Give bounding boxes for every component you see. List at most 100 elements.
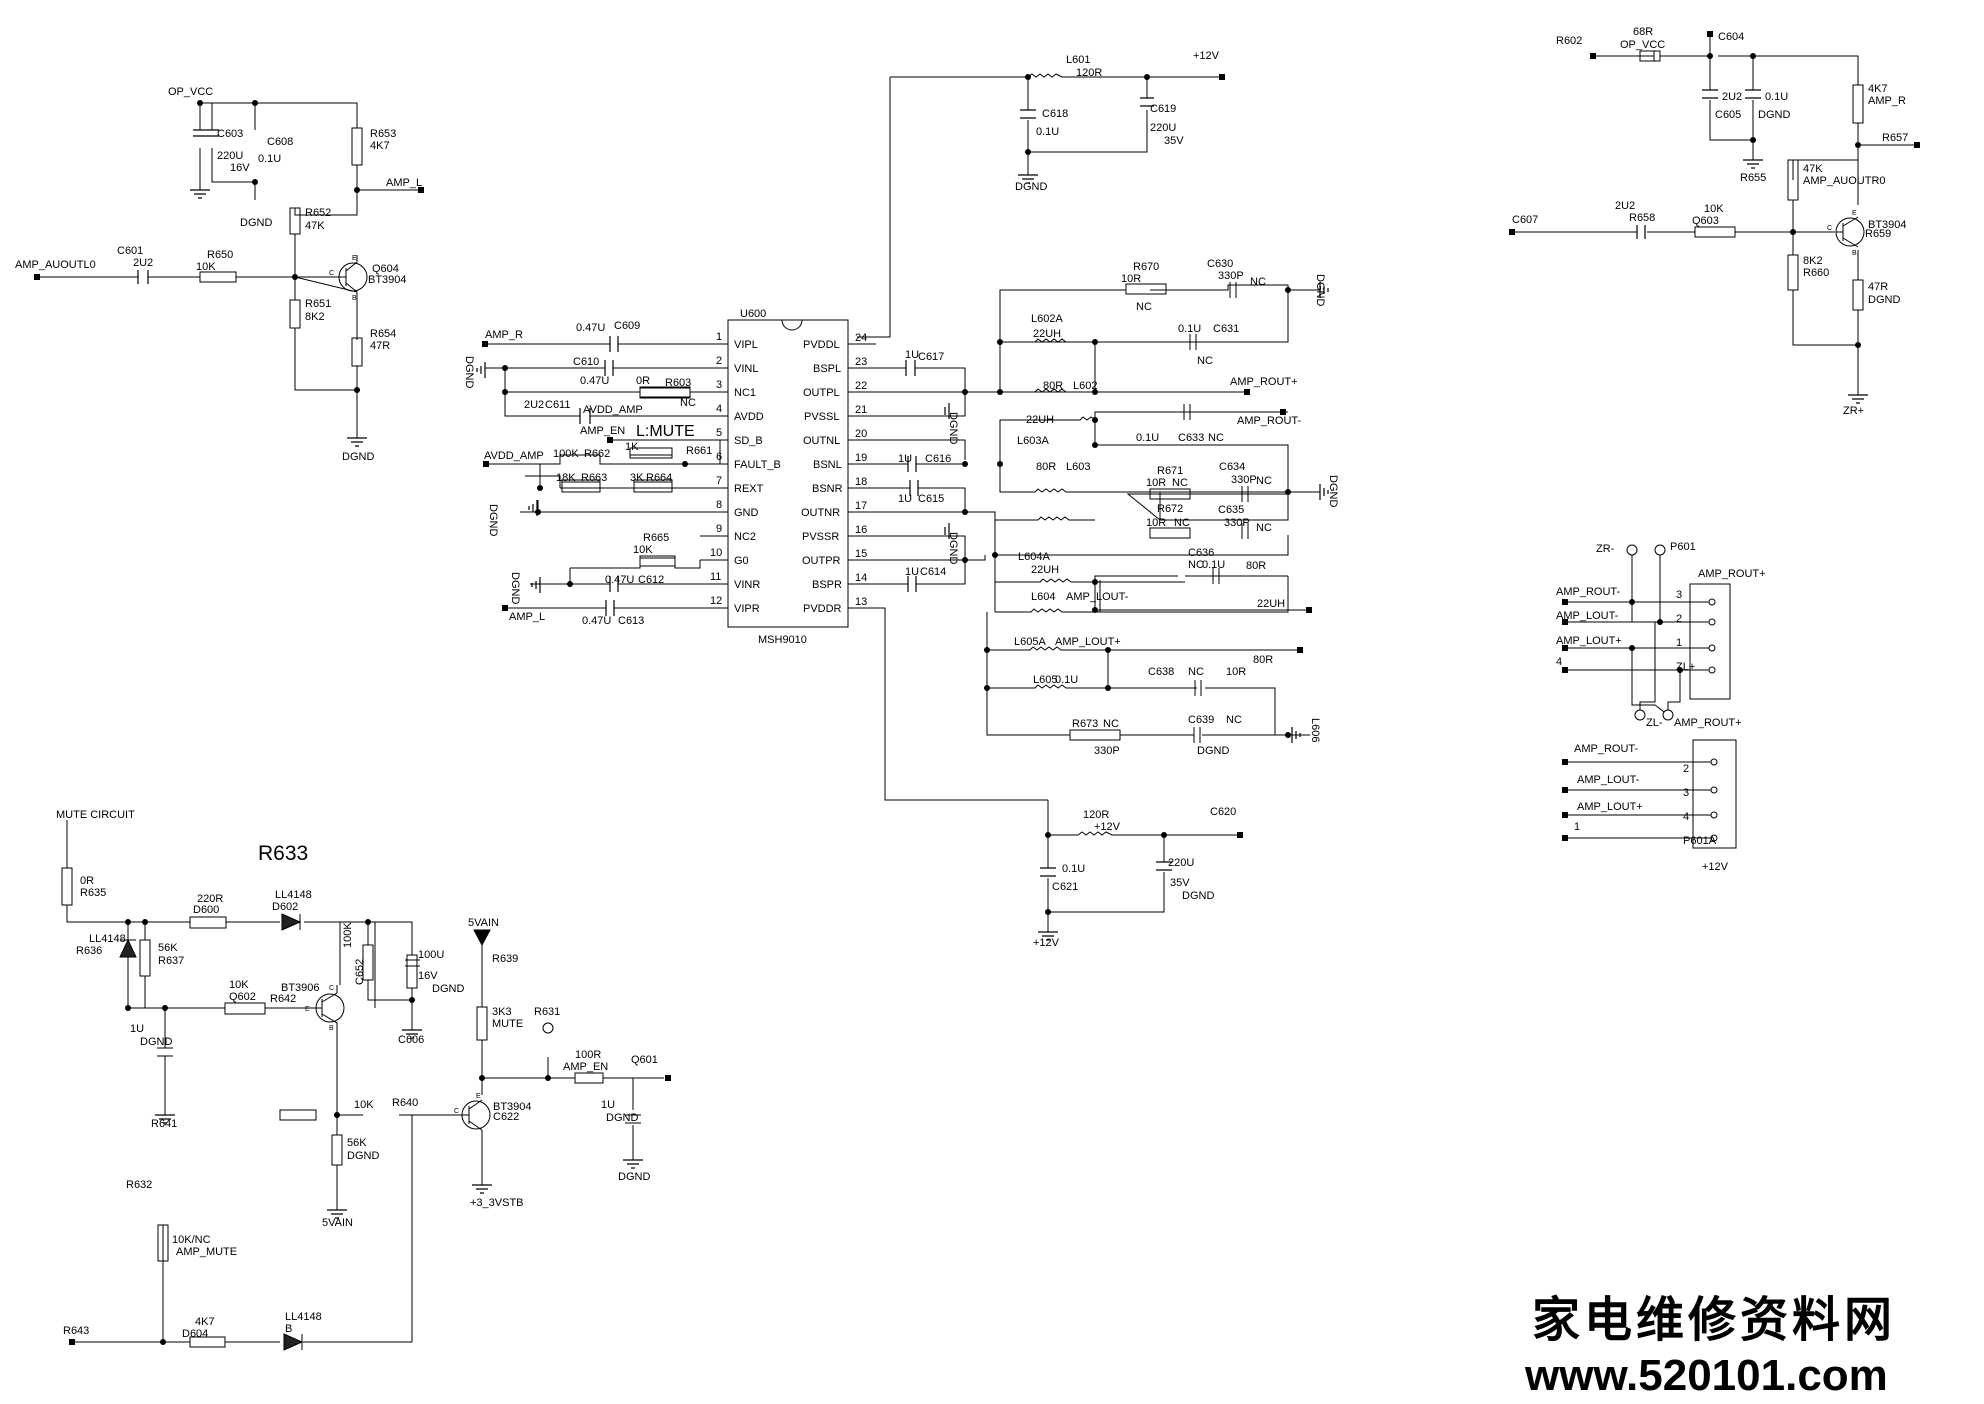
pin-number: 20 [855,428,867,440]
pin-name: G0 [734,555,749,567]
label: 1U [130,1023,144,1035]
pin-letter: C [329,270,334,277]
pin-letter: E [476,1093,481,1100]
label: 1U [601,1099,615,1111]
label: 8K2 [305,311,325,323]
pin-letter: E [305,1006,310,1013]
label: ZR+ [1843,405,1864,417]
label: 0.1U [1178,323,1201,335]
label: R652 [305,207,331,219]
pin-number: 2 [1676,613,1682,625]
label: 0.1U [1136,432,1159,444]
label: P601 [1670,541,1696,553]
label: NC [1226,714,1242,726]
label: DGND [1015,181,1047,193]
label: L604A [1018,551,1050,563]
pin-number: 23 [855,356,867,368]
labels: OP_VCC C603 220U 16V C608 0.1U DGND R653… [15,26,1908,1340]
label: 0.47U [582,615,611,627]
label: 4K7 [195,1316,215,1328]
label: 80R [1253,654,1273,666]
label: 10K [196,261,216,273]
watermark-chinese: 家电维修资料网 [1532,1294,1896,1347]
label: NC [1256,522,1272,534]
label: DGND [606,1112,638,1124]
pin-name: VIPL [734,339,758,351]
pin-letter: B [329,1025,334,1032]
pin-name: FAULT_B [734,459,781,471]
watermark: 家电维修资料网 www.520101.com [1524,1294,1896,1400]
label: R654 [370,328,396,340]
label: R671 [1157,465,1183,477]
label: 220U [1150,122,1176,134]
label: 10K/NC [172,1234,211,1246]
label: DGND [432,983,464,995]
label: AMP_LOUT- [1556,610,1619,622]
label: 1U [898,453,912,465]
pin-number: 3 [1683,787,1689,799]
label: C617 [918,351,944,363]
pin-number: 8 [716,499,722,511]
label: DGND [347,1150,379,1162]
label: L604 [1031,591,1055,603]
label: R673 [1072,718,1098,730]
label: NC [1136,301,1152,313]
label: 56K [158,942,178,954]
label: 22UH [1031,564,1059,576]
label: R660 [1803,267,1829,279]
label: 1U [905,566,919,578]
label: AMP_LOUT+ [1556,635,1622,647]
label: AMP_ROUT+ [1230,376,1298,388]
label: 16V [230,162,250,174]
pin-name: PVDDL [803,339,840,351]
label: 10R [1226,666,1246,678]
pin-name: REXT [734,483,764,495]
pin-number: 4 [1683,811,1689,823]
pin-number: 5 [716,427,722,439]
pin-number: 2 [716,355,722,367]
label: 100K [342,922,354,948]
label: 5VAIN [468,917,499,929]
pin-name: OUTNR [801,507,840,519]
label: R670 [1133,261,1159,273]
label: AMP_MUTE [176,1246,237,1258]
label: DGND [240,217,272,229]
pin-name: OUTNL [803,435,840,447]
pin-number: 15 [855,548,867,560]
label: 0.1U [1036,126,1059,138]
label: R637 [158,955,184,967]
label: DGND [618,1171,650,1183]
label: 4K7 [1868,83,1888,95]
label: C604 [1718,31,1744,43]
label: L:MUTE [636,423,695,440]
label: DGND [1182,890,1214,902]
label: 220U [217,150,243,162]
pin-letter: C [454,1108,459,1115]
label: DGND [140,1036,172,1048]
label: 80R [1043,380,1063,392]
label: C603 [217,128,243,140]
label: BT3904 [368,274,407,286]
label: R643 [63,1325,89,1337]
label: C618 [1042,108,1068,120]
label: R631 [534,1006,560,1018]
label: 10R [1146,477,1166,489]
label: L602A [1031,313,1063,325]
label: 100U [418,949,444,961]
label: NC [1208,432,1224,444]
pin-number: 4 [716,403,722,415]
label: L605 [1033,674,1057,686]
ground-symbols [155,159,1868,1219]
label: R657 [1882,132,1908,144]
pin-name: PVSSL [804,411,839,423]
label: R653 [370,128,396,140]
label: 18K [556,472,576,484]
pin-number: 3 [716,379,722,391]
pin-name: BSNR [812,483,843,495]
label: C601 [117,245,143,257]
label: C652 [354,959,366,985]
label: AVDD_AMP [583,404,643,416]
label: AMP_LOUT+ [1055,636,1121,648]
label: 22UH [1033,328,1061,340]
label: R655 [1740,172,1766,184]
